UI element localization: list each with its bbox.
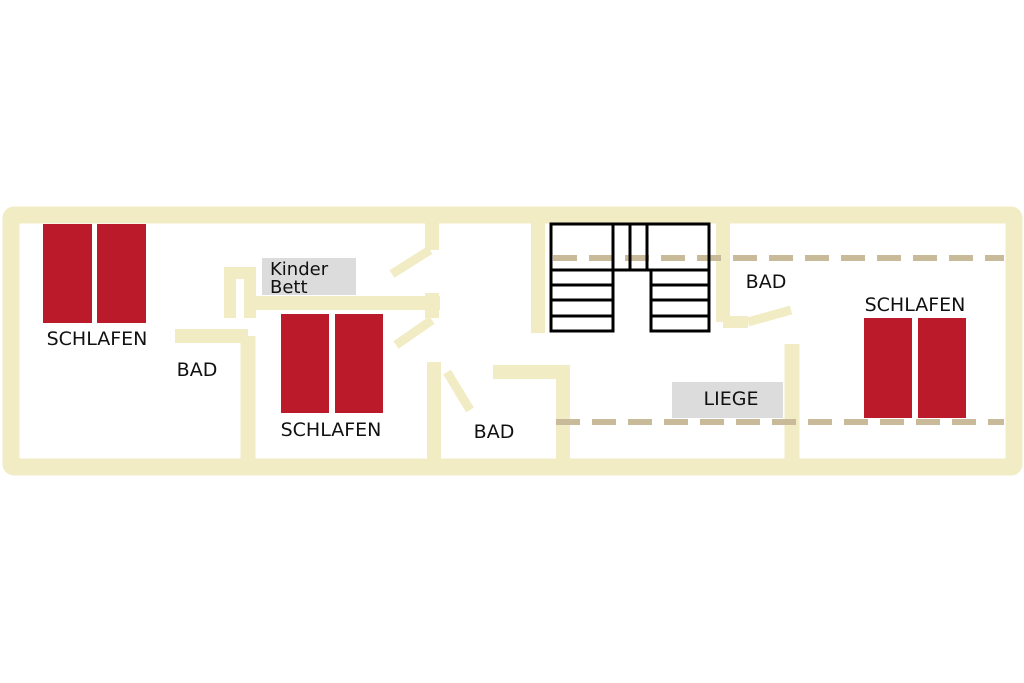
liege-tag [672,382,783,418]
label-bad-left: BAD [177,359,218,381]
outer-wall [2,206,1023,476]
bed-middle-a [281,314,329,413]
bed-left-b [97,224,146,323]
bed-right-a [864,318,912,418]
roof-slope-lines [553,255,1004,425]
door-swing-upper [389,246,433,278]
label-schlafen-right: SCHLAFEN [865,294,966,316]
label-bett: Bett [270,277,308,298]
label-schlafen-middle: SCHLAFEN [281,419,382,441]
walls [2,206,1023,476]
beds [43,224,966,418]
label-liege: LIEGE [704,388,759,410]
door-swing-lower [393,316,435,349]
bed-middle-b [335,314,383,413]
label-bad-middle: BAD [474,421,515,443]
bed-right-b [918,318,966,418]
wall-niche [224,267,256,318]
wall-mid-bath-right [493,365,570,460]
door-swing-bath [443,369,474,413]
staircase [549,222,711,333]
bed-left-a [43,224,92,323]
kinder-bett-tag [262,258,356,295]
door-swing-right-bath [746,305,793,327]
label-kinder: Kinder [270,259,329,280]
label-bad-right: BAD [746,271,787,293]
label-schlafen-left: SCHLAFEN [47,328,148,350]
